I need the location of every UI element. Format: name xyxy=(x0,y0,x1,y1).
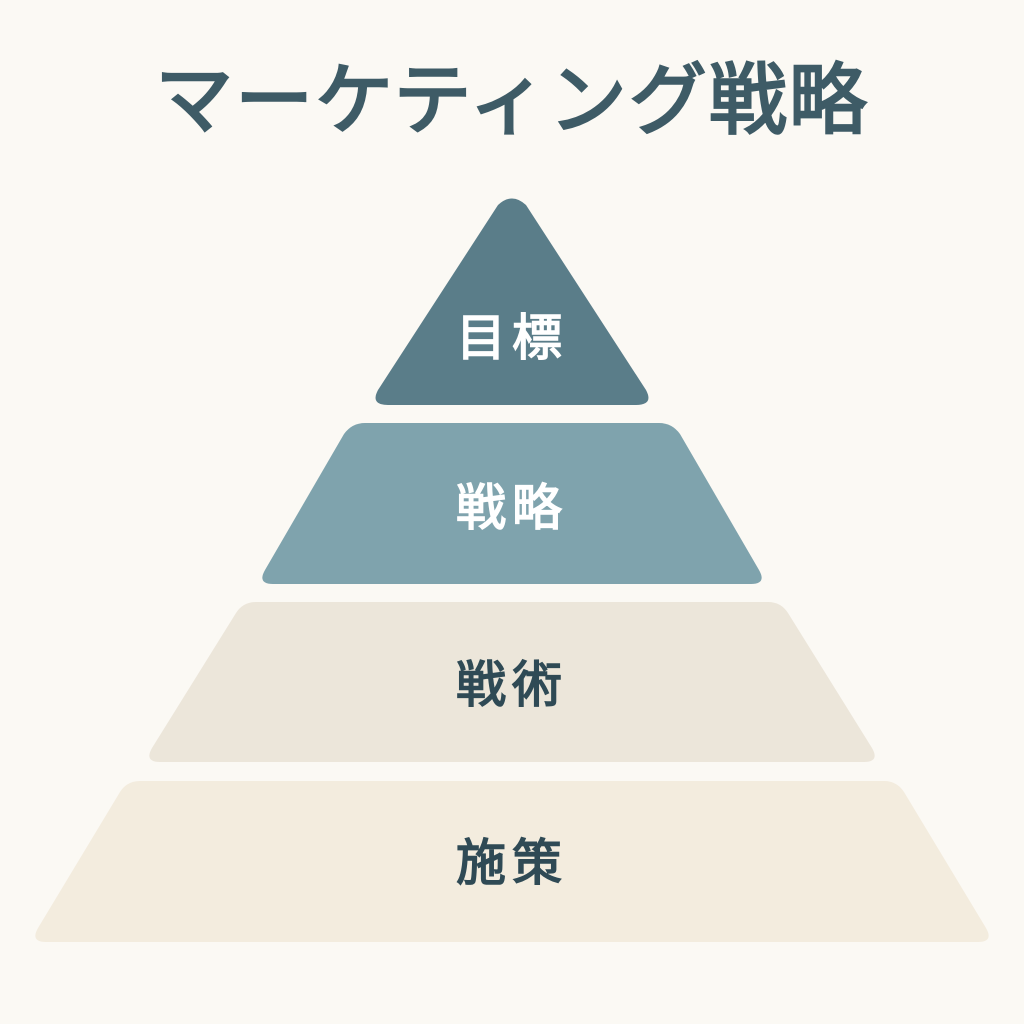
diagram-title: マーケティング戦略 xyxy=(155,56,869,146)
level-label-strategy: 戦略 xyxy=(456,479,568,537)
pyramid-level-measures xyxy=(35,781,989,942)
level-label-tactics: 戦術 xyxy=(456,656,568,714)
level-label-measures: 施策 xyxy=(456,834,568,892)
pyramid-level-goal xyxy=(375,198,649,405)
pyramid-level-strategy xyxy=(262,423,762,584)
level-label-goal: 目標 xyxy=(456,309,568,367)
pyramid-level-tactics xyxy=(149,602,875,762)
